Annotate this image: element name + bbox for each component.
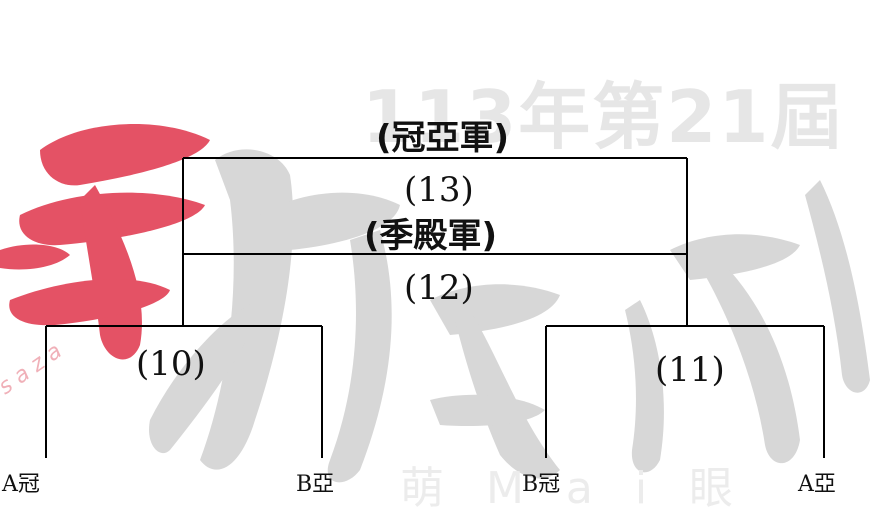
third-place-label: (季殿軍): [364, 216, 498, 256]
final-label: (冠亞軍): [376, 118, 510, 158]
team-b-runner-up: B亞: [296, 472, 335, 497]
match-10-label: (10): [136, 344, 206, 384]
red-brush-glyph: [0, 123, 210, 360]
match-12-label: (12): [404, 268, 474, 308]
team-a-champion: A冠: [2, 472, 40, 497]
watermark-art: s a z a: [0, 123, 870, 483]
team-b-champion: B冠: [522, 472, 561, 497]
bracket-stage: s a z a 113年第21屆 萌 M a i 眼: [0, 75, 870, 514]
watermark-headline: 113年第21屆: [362, 75, 845, 159]
match-13-label: (13): [404, 170, 474, 210]
gray-brush-glyph: [149, 149, 870, 483]
match-11-label: (11): [655, 350, 725, 390]
team-a-runner-up: A亞: [798, 472, 836, 497]
bracket-lines: [45, 157, 825, 458]
